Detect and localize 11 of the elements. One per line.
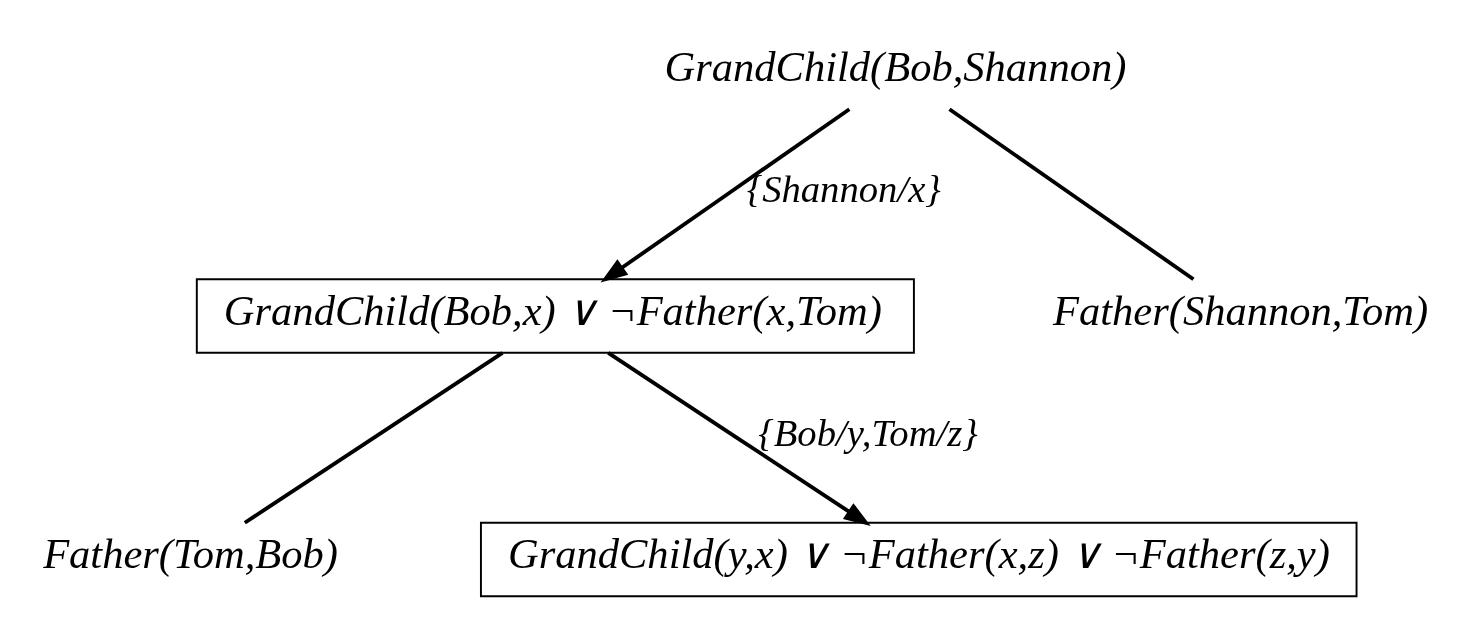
node-box: GrandChild(Bob,x) ∨ ¬Father(x,Tom) — [195, 278, 915, 354]
edge-label: {Bob/y,Tom/z} — [758, 411, 978, 454]
edge-label: {Shannon/x} — [746, 167, 941, 210]
connector — [948, 107, 1195, 281]
connector — [243, 351, 504, 525]
node-text: GrandChild(Bob,Shannon) — [664, 43, 1127, 91]
arrow — [607, 351, 871, 526]
node-box: GrandChild(y,x) ∨ ¬Father(x,z) ∨ ¬Father(z,y) — [479, 521, 1358, 598]
node-text: Father(Tom,Bob) — [43, 530, 338, 578]
node-text: Father(Shannon,Tom) — [1053, 286, 1429, 334]
arrow — [600, 107, 851, 283]
